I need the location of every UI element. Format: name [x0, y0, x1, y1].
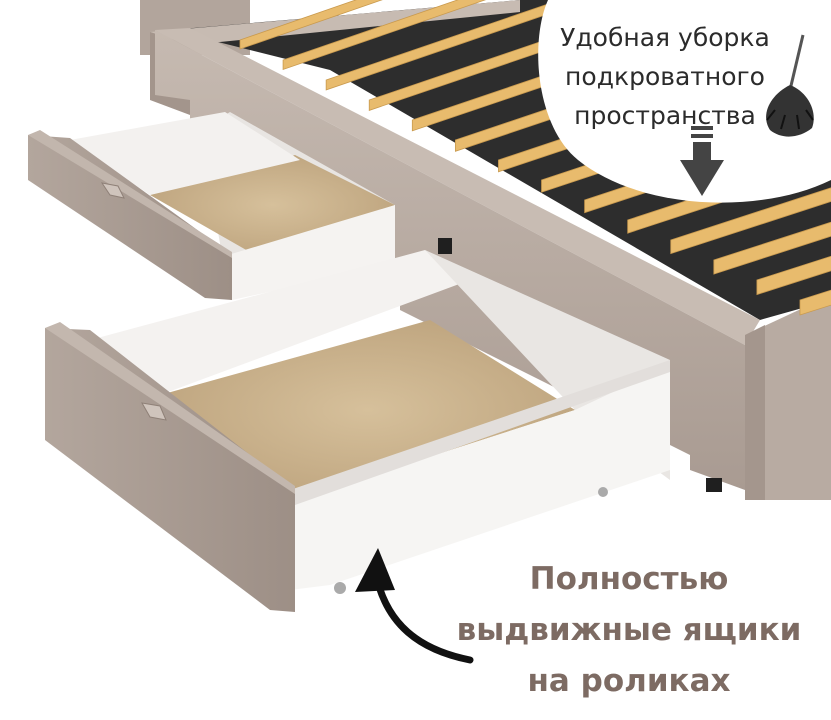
foot-rail: [745, 295, 831, 500]
drawer-front-rim: [290, 360, 670, 505]
drawer-front-bottom: [160, 320, 575, 500]
drawer-back-front: [28, 135, 232, 300]
callout-bubble: [538, 0, 831, 203]
side-rail-top: [155, 28, 760, 345]
drawer-back-side: [228, 205, 395, 300]
caption-line: на роликах: [527, 663, 731, 699]
caption-line: пространства: [574, 101, 756, 130]
wooden-slat: [713, 221, 831, 275]
caption-line: выдвижные ящики: [456, 612, 802, 648]
bed-foot: [706, 478, 722, 492]
drawer-handle: [141, 402, 167, 421]
wooden-slat: [282, 0, 487, 71]
drawer-back-inner: [70, 112, 300, 195]
drawer-front-panel-top: [45, 322, 295, 494]
curved-arrow-icon: [355, 548, 474, 664]
drawer-front-inner-back: [90, 250, 470, 395]
caption-line: Удобная уборка: [560, 23, 770, 52]
caption-line: подкроватного: [565, 62, 765, 91]
wooden-slat: [756, 255, 831, 296]
drawer-front-inner-front: [290, 365, 670, 590]
drawer-front-panel: [45, 328, 295, 612]
caption-line: Полностью: [529, 561, 729, 597]
bed-foot: [438, 238, 452, 254]
drawer-caster: [598, 487, 608, 497]
feather-duster-icon: [766, 34, 814, 137]
drawer-back: [28, 112, 395, 300]
drawers-caption: Полностью выдвижные ящики на роликах: [449, 554, 809, 707]
wooden-slat: [670, 187, 831, 255]
drawer-handle: [100, 182, 125, 199]
wooden-slat: [799, 289, 831, 316]
drawer-caster: [334, 582, 346, 594]
wooden-slat: [239, 0, 383, 50]
drawer-front: [45, 250, 670, 612]
drawer-back-front-top: [28, 130, 232, 258]
foot-rail-edge: [745, 325, 765, 500]
cleaning-caption: Удобная уборка подкроватного пространств…: [540, 18, 790, 135]
arrow-down-icon: [680, 126, 724, 196]
